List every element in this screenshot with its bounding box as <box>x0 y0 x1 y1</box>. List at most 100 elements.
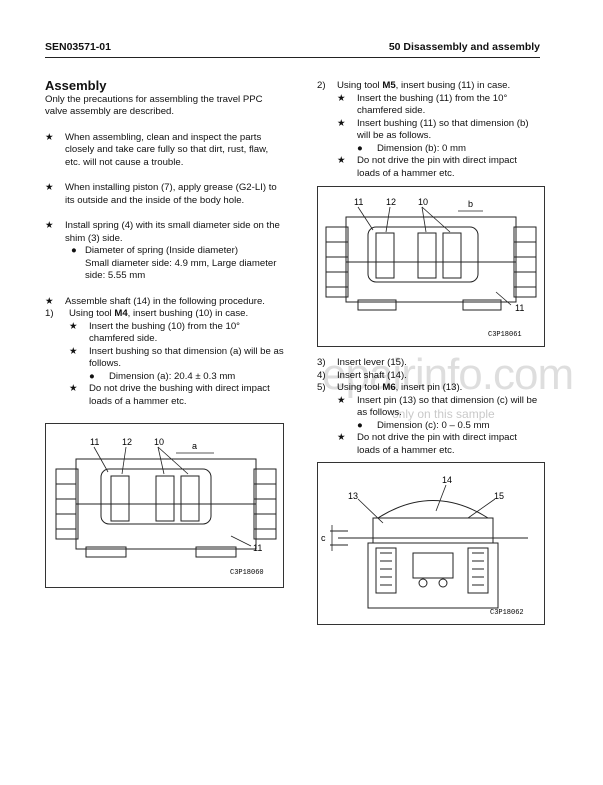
spec-item: ● Dimension (c): 0 – 0.5 mm <box>357 420 542 433</box>
star-icon: ★ <box>337 92 346 104</box>
callout-10: 10 <box>418 197 428 207</box>
section-heading: Assembly <box>45 78 107 93</box>
tool-name: M6 <box>382 382 396 393</box>
star-icon: ★ <box>45 295 54 307</box>
dimension-a: a <box>192 441 197 451</box>
right-column: 2) Using tool M5, insert busing (11) in … <box>317 80 542 180</box>
dimension-c: c <box>321 533 326 543</box>
step-number: 4) <box>317 369 326 381</box>
star-icon: ★ <box>337 432 346 443</box>
note-text: Do not drive the pin with direct impact … <box>357 155 517 179</box>
precaution-item: ★ When assembling, clean and inspect the… <box>45 132 285 170</box>
bullet-icon: ● <box>71 245 77 256</box>
note-text: Insert bushing so that dimension (a) wil… <box>89 345 284 370</box>
precaution-item: ★ Assemble shaft (14) in the following p… <box>45 296 285 409</box>
note-item: ★ Insert pin (13) so that dimension (c) … <box>337 395 542 433</box>
star-icon: ★ <box>337 155 346 166</box>
precaution-text: Assemble shaft (14) in the following pro… <box>65 295 265 307</box>
star-icon: ★ <box>45 182 54 193</box>
step-text: Insert shaft (14). <box>337 369 407 381</box>
procedure-step: 3) Insert lever (15). <box>317 357 542 370</box>
bullet-icon: ● <box>357 142 363 154</box>
note-text: Do not drive the bushing with direct imp… <box>89 383 270 407</box>
spec-value: Dimension (b): 0 mm <box>377 142 467 154</box>
precaution-text: When assembling, clean and inspect the p… <box>65 131 269 168</box>
intro-text: Only the precautions for assembling the … <box>45 93 263 118</box>
technical-drawing: 13 14 15 c C3P18062 <box>321 475 528 617</box>
figure-bushing-11: 11 12 10 b 11 C3P18061 <box>317 186 545 347</box>
step-text: Using tool <box>69 308 115 319</box>
star-icon: ★ <box>45 220 54 231</box>
star-icon: ★ <box>69 345 78 357</box>
callout-10: 10 <box>154 437 164 447</box>
precaution-item: ★ When installing piston (7), apply grea… <box>45 182 285 207</box>
figure-code: C3P18062 <box>490 609 524 617</box>
note-text: Insert pin (13) so that dimension (c) wi… <box>357 394 538 419</box>
step-number: 3) <box>317 357 326 368</box>
note-text: Insert bushing (11) so that dimension (b… <box>357 117 529 142</box>
callout-12: 12 <box>386 197 396 207</box>
star-icon: ★ <box>69 383 78 394</box>
figure-code: C3P18060 <box>230 569 264 577</box>
callout-12: 12 <box>122 437 132 447</box>
step-text: , insert pin (13). <box>395 382 463 393</box>
note-item: ★ Do not drive the bushing with direct i… <box>69 383 285 408</box>
note-text: Do not drive the pin with direct impact … <box>357 432 517 456</box>
note-item: ★ Insert bushing so that dimension (a) w… <box>69 346 285 384</box>
figure-code: C3P18061 <box>488 331 522 339</box>
figure-bushing-10: 11 12 10 a 11 C3P18060 <box>45 423 284 588</box>
note-item: ★ Insert the bushing (11) from the 10° c… <box>337 93 542 118</box>
step-text: Using tool <box>337 382 383 393</box>
precaution-text: When installing piston (7), apply grease… <box>65 182 277 206</box>
star-icon: ★ <box>337 394 346 406</box>
spec-text: Diameter of spring (Inside diameter) <box>85 245 239 256</box>
spec-item: ● Dimension (a): 20.4 ± 0.3 mm <box>89 371 285 384</box>
bullet-icon: ● <box>89 370 95 382</box>
section-title: 50 Disassembly and assembly <box>388 41 540 53</box>
figure-pin-13: 13 14 15 c C3P18062 <box>317 462 545 625</box>
star-icon: ★ <box>337 117 346 129</box>
callout-11: 11 <box>253 543 262 553</box>
callout-13: 13 <box>348 491 358 501</box>
precaution-text: Install spring (4) with its small diamet… <box>65 220 280 244</box>
step-number: 2) <box>317 80 326 91</box>
document-id: SEN03571-01 <box>45 41 111 53</box>
step-text: Using tool <box>337 80 383 91</box>
left-column: Assembly Only the precautions for assemb… <box>45 78 285 409</box>
callout-11: 11 <box>515 303 524 313</box>
procedure-step: 5) Using tool M6, insert pin (13). ★ Ins… <box>317 382 542 457</box>
spec-value: Dimension (c): 0 – 0.5 mm <box>377 419 490 431</box>
note-item: ★ Insert the bushing (10) from the 10° c… <box>69 321 285 346</box>
step-text: Insert lever (15). <box>337 357 407 368</box>
note-item: ★ Do not drive the pin with direct impac… <box>337 432 542 457</box>
technical-drawing: 11 12 10 b 11 C3P18061 <box>325 197 537 339</box>
callout-11: 11 <box>90 437 99 447</box>
star-icon: ★ <box>69 320 78 332</box>
right-steps: 3) Insert lever (15). 4) Insert shaft (1… <box>317 357 542 457</box>
header-rule <box>45 57 540 58</box>
tool-name: M4 <box>114 308 128 319</box>
step-text: , insert busing (11) in case. <box>395 80 511 91</box>
procedure-step: 1) Using tool M4, insert bushing (10) in… <box>45 308 285 408</box>
note-text: Insert the bushing (11) from the 10° cha… <box>357 92 508 117</box>
spec-item: ● Dimension (b): 0 mm <box>357 143 542 156</box>
tool-name: M5 <box>382 80 396 91</box>
procedure-step: 2) Using tool M5, insert busing (11) in … <box>317 80 542 180</box>
procedure-step: 4) Insert shaft (14). <box>317 370 542 383</box>
callout-11: 11 <box>354 197 363 207</box>
dimension-b: b <box>468 199 473 209</box>
step-text: , insert bushing (10) in case. <box>127 308 249 319</box>
spec-value: Dimension (a): 20.4 ± 0.3 mm <box>109 370 236 382</box>
note-item: ★ Insert bushing (11) so that dimension … <box>337 118 542 156</box>
spec-item: ● Diameter of spring (Inside diameter) S… <box>65 245 285 283</box>
step-number: 5) <box>317 382 326 393</box>
technical-drawing: 11 12 10 a 11 C3P18060 <box>55 437 277 577</box>
spec-value: Small diameter side: 4.9 mm, Large diame… <box>85 257 277 282</box>
star-icon: ★ <box>45 131 54 143</box>
watermark-text: epairinfo.com <box>322 350 574 399</box>
precaution-item: ★ Install spring (4) with its small diam… <box>45 220 285 283</box>
step-number: 1) <box>45 308 54 319</box>
note-item: ★ Do not drive the pin with direct impac… <box>337 155 542 180</box>
watermark-subtext: only on this sample <box>392 407 495 421</box>
callout-15: 15 <box>494 491 504 501</box>
